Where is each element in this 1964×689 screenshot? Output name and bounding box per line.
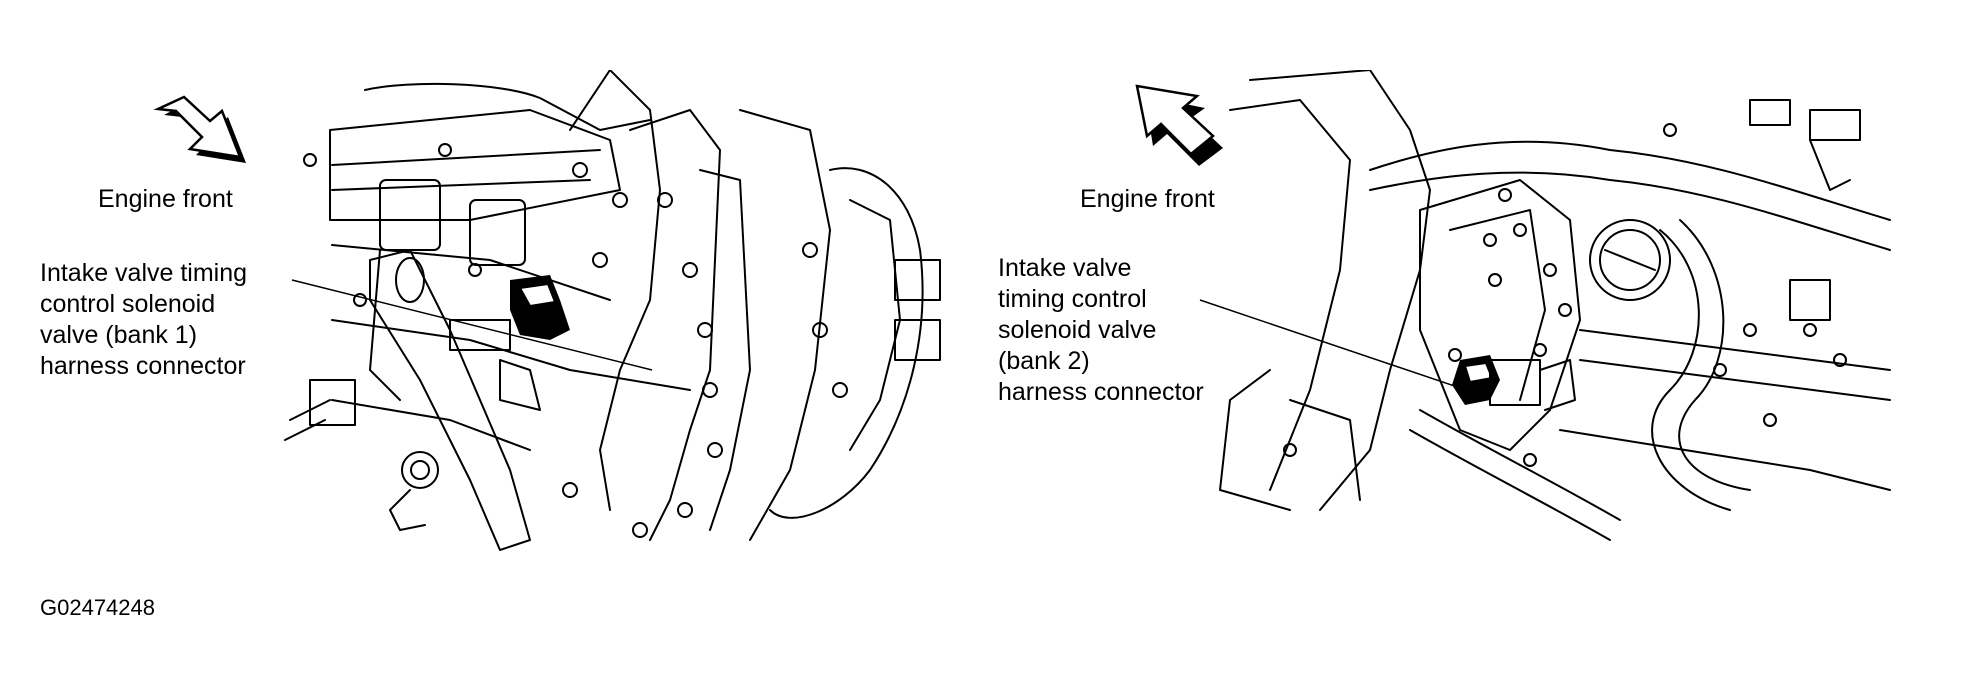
callout-line: (bank 2) xyxy=(998,347,1090,375)
callout-line: Intake valve xyxy=(998,254,1132,282)
arrow-down-right-icon xyxy=(153,95,246,163)
callout-line: harness connector xyxy=(998,378,1204,406)
callout-line: harness connector xyxy=(40,352,246,380)
engine-front-label-right: Engine front xyxy=(1080,185,1215,213)
engine-front-label-left: Engine front xyxy=(98,185,233,213)
engine-drawing-bank2 xyxy=(1199,70,1891,541)
callout-line: valve (bank 1) xyxy=(40,321,198,349)
callout-bank1: Intake valve timing control solenoid val… xyxy=(40,258,247,382)
callout-line: solenoid valve xyxy=(998,316,1157,344)
callout-line: control solenoid xyxy=(40,290,216,318)
callout-line: timing control xyxy=(998,285,1147,313)
arrow-up-left-icon xyxy=(1135,84,1223,166)
figure-id: G02474248 xyxy=(40,595,155,620)
callout-line: Intake valve timing xyxy=(40,259,248,287)
callout-bank2: Intake valve timing control solenoid val… xyxy=(998,253,1204,408)
engine-drawing-bank1 xyxy=(284,70,941,551)
